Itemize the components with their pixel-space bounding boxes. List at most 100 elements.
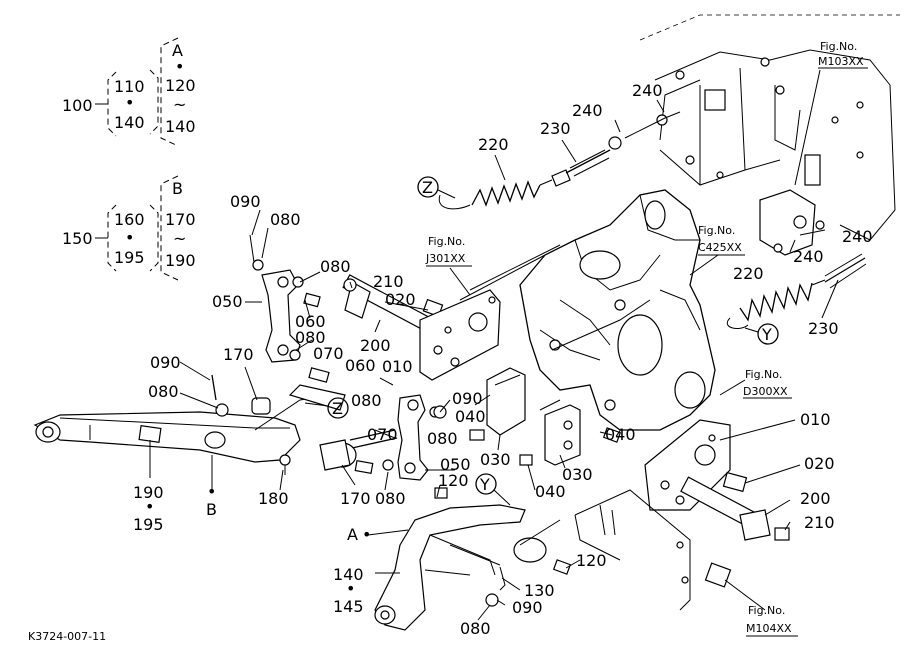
callout-080-h: 080 bbox=[460, 619, 491, 638]
legend-140a: 140 bbox=[114, 113, 145, 132]
callout-220-a: 220 bbox=[478, 135, 509, 154]
callout-090-d: 090 bbox=[512, 598, 543, 617]
figref-m103: Fig.No. M103XX bbox=[818, 40, 868, 69]
marker-y-right: Y bbox=[744, 323, 779, 345]
legend-120: 120 bbox=[165, 76, 196, 95]
callout-090-a: 090 bbox=[230, 192, 261, 211]
legend-100: 100 bbox=[62, 96, 93, 115]
callout-210-b: 210 bbox=[804, 513, 835, 532]
callout-010-a: 010 bbox=[382, 357, 413, 376]
bracket-030 bbox=[433, 367, 622, 466]
callout-050-b: 050 bbox=[440, 455, 471, 474]
drawing-code: K3724-007-11 bbox=[28, 630, 106, 643]
callout-130: 130 bbox=[524, 581, 555, 600]
legend-B: B bbox=[172, 179, 183, 198]
callout-030-a: 030 bbox=[480, 450, 511, 469]
figref-m103-title: Fig.No. bbox=[820, 40, 857, 53]
callout-B: B bbox=[206, 500, 217, 519]
callout-050-a: 050 bbox=[212, 292, 243, 311]
legend-140b: 140 bbox=[165, 117, 196, 136]
callout-080-f: 080 bbox=[427, 429, 458, 448]
callout-140-dot: • bbox=[346, 579, 355, 598]
legend-group-150: 150 160 • 195 B 170 ~ 190 bbox=[62, 175, 196, 281]
legend-190: 190 bbox=[165, 251, 196, 270]
callout-190-dot: • bbox=[145, 497, 154, 516]
callout-210-a: 210 bbox=[373, 272, 404, 291]
callout-020-a: 020 bbox=[385, 290, 416, 309]
callout-240-c: 240 bbox=[842, 227, 873, 246]
callout-060-a: 060 bbox=[295, 312, 326, 331]
callout-040-a: 040 bbox=[455, 407, 486, 426]
callout-170-b: 170 bbox=[340, 489, 371, 508]
figref-j301-code: J301XX bbox=[425, 252, 466, 265]
callout-220-b: 220 bbox=[733, 264, 764, 283]
legend-dot-2: • bbox=[175, 57, 184, 76]
svg-text:Y: Y bbox=[479, 475, 490, 494]
callout-080-a: 080 bbox=[270, 210, 301, 229]
callout-190: 190 bbox=[133, 483, 164, 502]
callout-080-g: 080 bbox=[375, 489, 406, 508]
svg-text:Z: Z bbox=[332, 399, 343, 418]
figref-m104-code: M104XX bbox=[746, 622, 792, 635]
link-050-right bbox=[319, 394, 441, 481]
legend-dot-3: • bbox=[125, 228, 134, 247]
callout-230-a: 230 bbox=[540, 119, 571, 138]
svg-text:Y: Y bbox=[761, 325, 772, 344]
callout-200-a: 200 bbox=[360, 336, 391, 355]
callout-060-b: 060 bbox=[345, 356, 376, 375]
figref-m104-title: Fig.No. bbox=[748, 604, 785, 617]
figref-c425: Fig.No. C425XX bbox=[698, 224, 745, 256]
figref-c425-title: Fig.No. bbox=[698, 224, 735, 237]
callout-080-b: 080 bbox=[320, 257, 351, 276]
callout-B-dot: • bbox=[207, 482, 216, 501]
callout-145: 145 bbox=[333, 597, 364, 616]
figref-j301: Fig.No. J301XX bbox=[425, 235, 472, 267]
figref-d300-code: D300XX bbox=[743, 385, 788, 398]
callout-240-d: 240 bbox=[793, 247, 824, 266]
legend-dot-1: • bbox=[125, 93, 134, 112]
marker-z-lower: Z bbox=[304, 397, 349, 419]
lever-assembly-A bbox=[374, 487, 572, 631]
marker-z-upper: Z bbox=[417, 176, 456, 199]
callout-010-b: 010 bbox=[800, 410, 831, 429]
callout-140: 140 bbox=[333, 565, 364, 584]
legend-195a: 195 bbox=[114, 248, 145, 267]
legend-tilde-1: ~ bbox=[173, 95, 186, 114]
figref-d300: Fig.No. D300XX bbox=[743, 368, 792, 399]
marker-y-lower: Y bbox=[475, 473, 511, 506]
callout-A-dot: • bbox=[362, 525, 371, 544]
frame-housing bbox=[459, 14, 900, 431]
legend-150: 150 bbox=[62, 229, 93, 248]
callout-195: 195 bbox=[133, 515, 164, 534]
callout-090-c: 090 bbox=[452, 389, 483, 408]
callout-230-b: 230 bbox=[808, 319, 839, 338]
callout-040-b: 040 bbox=[605, 425, 636, 444]
lift-arm-left bbox=[33, 384, 346, 475]
callouts: 240 240 240 240 230 230 220 220 090 090 … bbox=[133, 81, 873, 638]
spring-lower bbox=[726, 253, 867, 329]
shaft-200-right bbox=[680, 476, 790, 541]
callout-090-b: 090 bbox=[150, 353, 181, 372]
legend-110: 110 bbox=[114, 77, 145, 96]
callout-070-b: 070 bbox=[367, 425, 398, 444]
leader-lines bbox=[149, 69, 839, 621]
callout-080-e: 080 bbox=[351, 391, 382, 410]
legend-A: A bbox=[172, 41, 183, 60]
callout-240-a: 240 bbox=[632, 81, 663, 100]
legend-tilde-2: ~ bbox=[173, 229, 186, 248]
figref-m104: Fig.No. M104XX bbox=[746, 604, 798, 637]
callout-200-b: 200 bbox=[800, 489, 831, 508]
callout-120-a: 120 bbox=[438, 471, 469, 490]
legend-170: 170 bbox=[165, 210, 196, 229]
callout-080-c: 080 bbox=[295, 328, 326, 347]
callout-030-b: 030 bbox=[562, 465, 593, 484]
plate-010-left bbox=[419, 289, 501, 381]
legend-group-100: 100 110 • 140 A • 120 ~ 140 bbox=[62, 37, 196, 147]
callout-020-b: 020 bbox=[804, 454, 835, 473]
mount-bracket-lower bbox=[574, 489, 732, 611]
callout-070-a: 070 bbox=[313, 344, 344, 363]
figref-c425-code: C425XX bbox=[698, 241, 742, 254]
callout-080-d: 080 bbox=[148, 382, 179, 401]
figref-m103-code: M103XX bbox=[818, 55, 864, 68]
